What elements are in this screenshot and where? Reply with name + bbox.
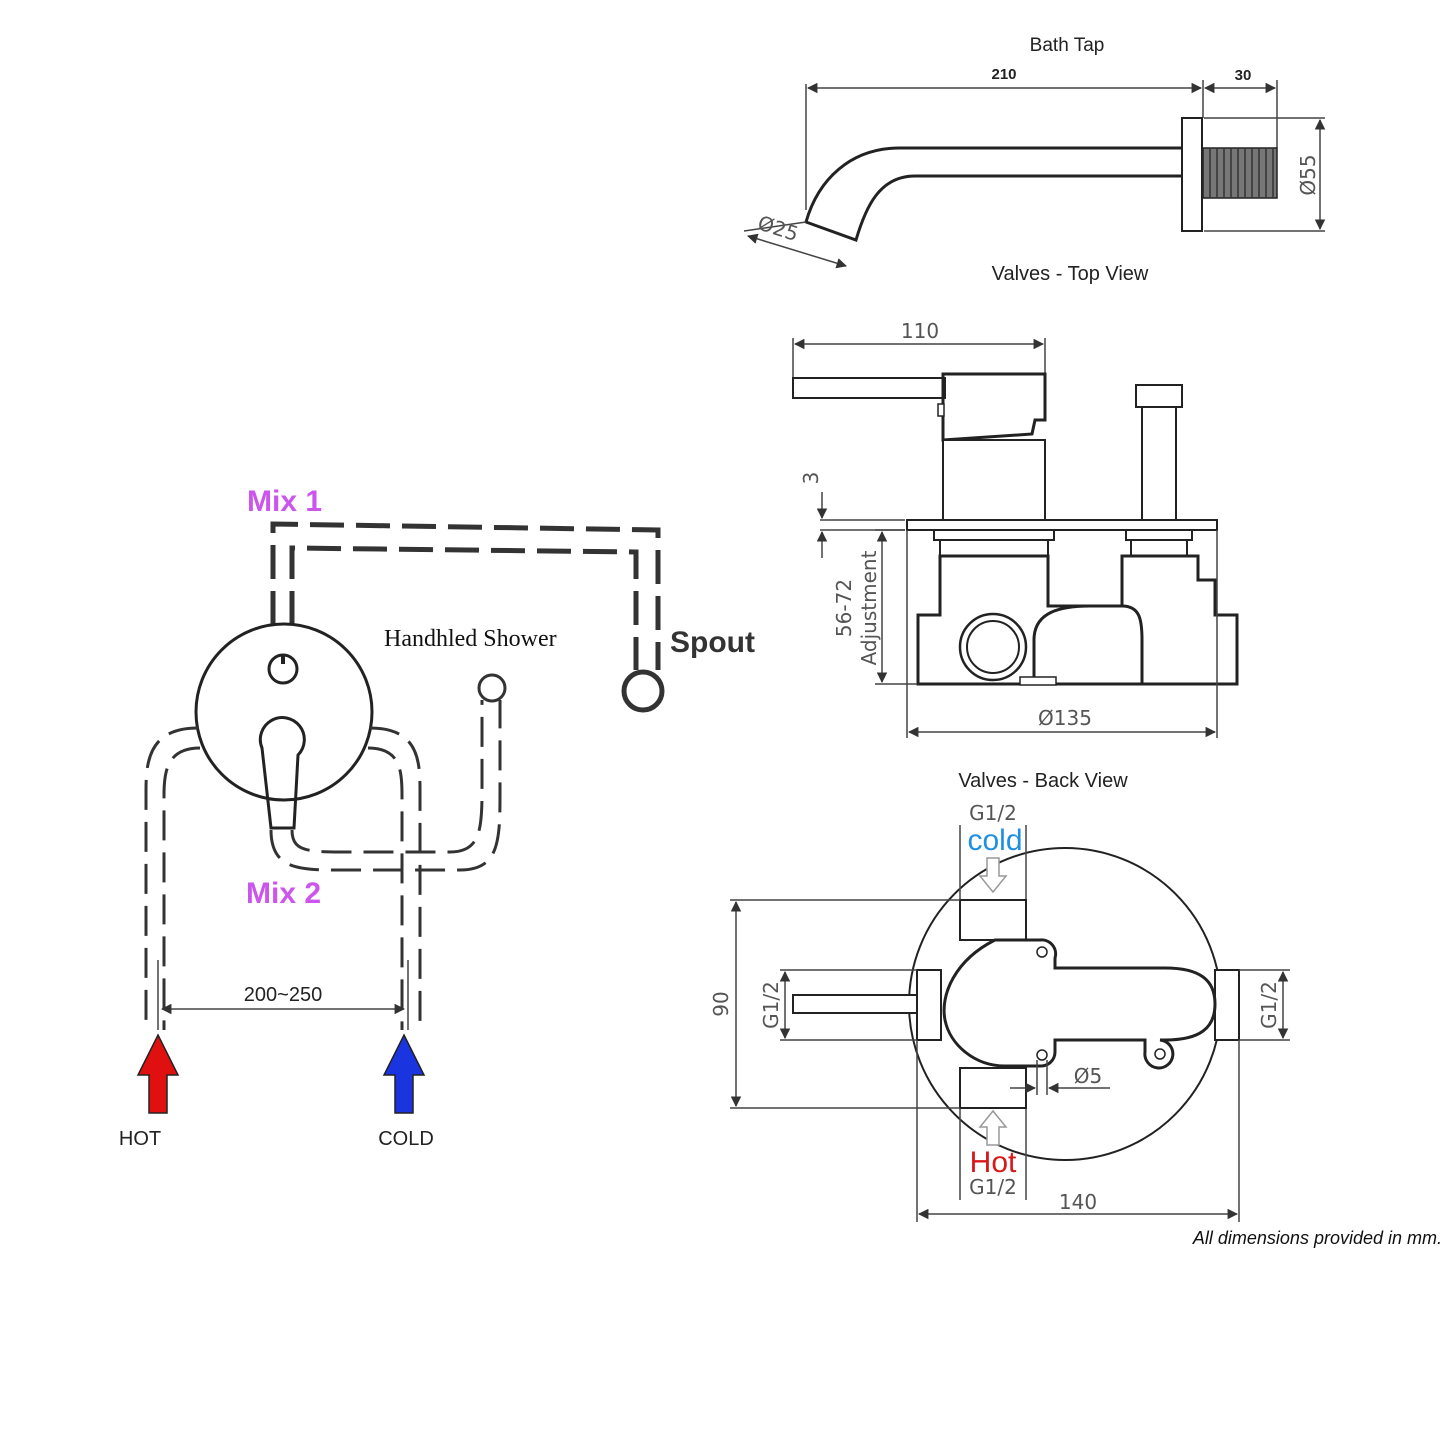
hot-label: Hot [970,1146,1017,1179]
spout-outlet-icon [621,669,665,713]
top-view-width-label: 110 [901,319,939,343]
bath-tap-flange [1181,117,1203,232]
cover-plate-side [906,519,1218,531]
hot-inlet-label: HOT [119,1128,161,1150]
spout-label: Spout [670,626,755,659]
bath-tap-drawing: Bath Tap 210 30 Ø55 Ø25 [743,35,1326,269]
handheld-shower-label: Handhled Shower [384,626,557,652]
left-outlet-port [916,969,942,1041]
cold-flow-arrow-icon [978,857,1008,894]
dimensions-footnote: All dimensions provided in mm. [1192,1228,1442,1248]
bath-tap-flange-label: Ø55 [1296,154,1320,195]
mixer-lever-back [792,994,918,1014]
mix1-pipe-outer [270,521,661,670]
bath-tap-spout-dim [746,233,848,269]
diverter-knob-side [1135,384,1183,408]
mix2-pipe-inner [290,700,484,854]
mix2-label: Mix 2 [246,877,321,910]
handheld-shower-outlet-icon [477,673,507,703]
valves-back-view: Valves - Back View G1/2 cold Hot G1/2 G1… [709,770,1290,1222]
bath-tap-spout [804,146,1182,242]
mixer-plate [194,622,374,802]
adjustment-label: Adjustment [857,550,881,665]
mix2-pipe-outer [269,700,502,872]
cold-inlet-label: COLD [378,1128,434,1150]
cold-pipe-loop-inner [367,746,404,1030]
back-width-label: 140 [1059,1190,1097,1214]
back-cover-plate [908,847,1222,1161]
mix1-pipe-inner [289,545,639,670]
back-height-label: 90 [709,991,733,1016]
adjustment-range-label: 56-72 [832,579,856,637]
g-top-label: G1/2 [969,801,1017,825]
hot-pipe-loop-inner [162,746,201,1030]
hot-pipe-loop [144,726,199,1030]
cold-label: cold [967,824,1022,857]
bath-tap-title: Bath Tap [1030,35,1105,56]
cold-inlet-port [959,899,1027,941]
mix1-label: Mix 1 [247,485,322,518]
bath-tap-length-label: 210 [991,66,1016,83]
mixer-cartridge [942,439,1046,521]
plate-thickness-label: 3 [799,472,823,485]
plumbing-schematic: 200~250 HOT COLD Mix 1 Mix 2 Handhled Sh… [119,485,755,1150]
diverter-stem [1141,406,1177,521]
hole-diameter-label: Ø5 [1074,1064,1102,1088]
valves-top-view: Valves - Top View 110 3 [792,263,1239,738]
top-view-title: Valves - Top View [992,263,1149,285]
g-left-label: G1/2 [759,981,783,1029]
valve-body-back [942,938,1217,1070]
g-right-label: G1/2 [1257,981,1281,1029]
cold-pipe-loop [369,726,422,1030]
hot-flow-arrow-icon [978,1109,1008,1146]
right-outlet-port [1214,969,1240,1041]
cold-inlet-arrow-icon [382,1033,426,1114]
spacing-dimension-label: 200~250 [244,984,322,1006]
back-view-title: Valves - Back View [958,770,1128,792]
bath-tap-thread [1202,147,1278,199]
mixer-lever-side [792,377,946,399]
mixer-lever-icon [258,716,306,830]
bath-tap-thread-label: 30 [1235,67,1252,84]
hot-inlet-arrow-icon [136,1033,180,1114]
g-bottom-label: G1/2 [969,1175,1017,1199]
body-diameter-label: Ø135 [1038,706,1092,730]
